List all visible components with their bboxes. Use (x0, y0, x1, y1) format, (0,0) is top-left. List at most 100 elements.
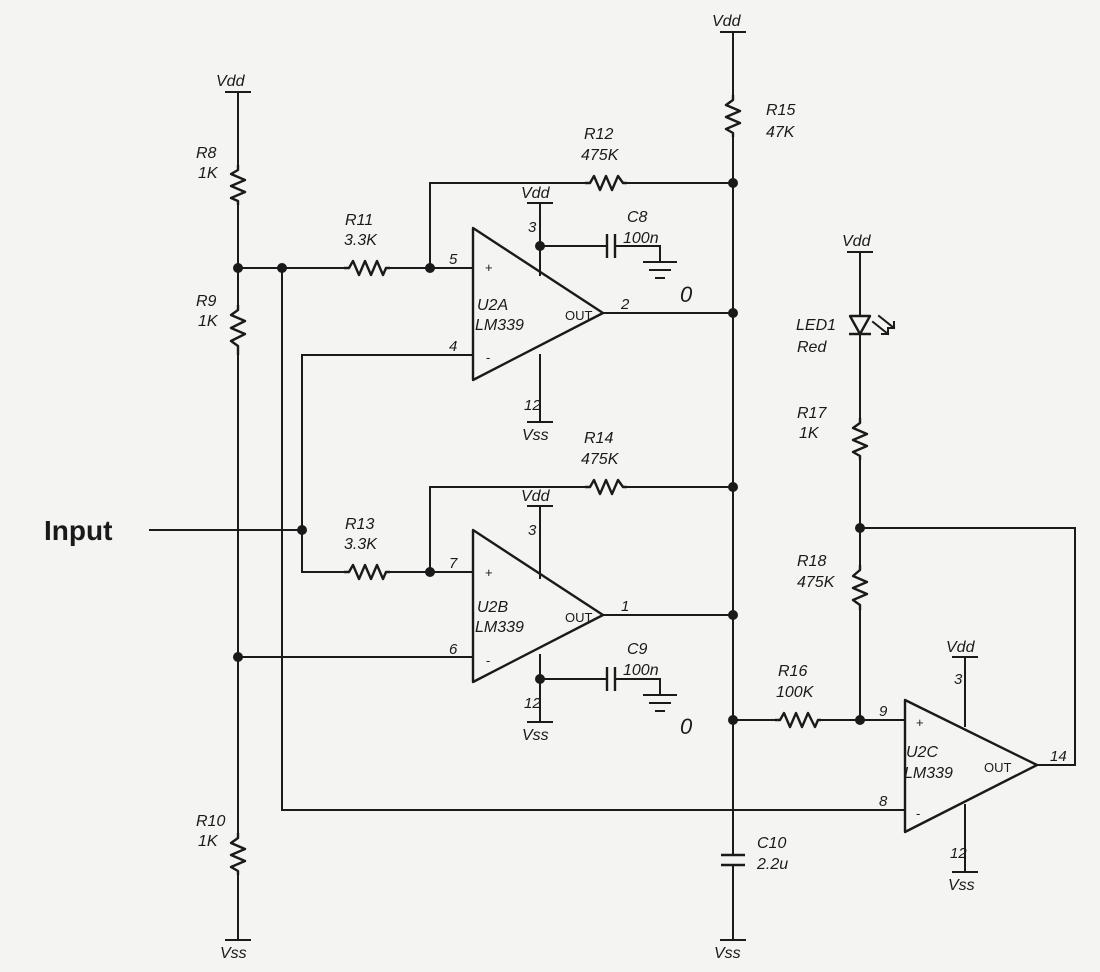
wire-u2c-feedback (859, 527, 1076, 766)
r8-value: 1K (198, 165, 219, 182)
r18-name: R18 (797, 553, 826, 570)
vdd-label: Vdd (521, 488, 551, 505)
wire-r14-loop (429, 486, 586, 573)
u2c-pin-minus: 8 (879, 793, 888, 810)
u2b-pin-plus: 7 (449, 555, 458, 572)
u2a-pin-minus: 4 (449, 338, 457, 355)
vss-label: Vss (220, 945, 247, 962)
u2a-name: U2A (477, 297, 508, 314)
r9-name: R9 (196, 293, 217, 310)
wires (149, 31, 1076, 941)
resistor-r13 (344, 563, 390, 581)
capacitor-c10 (721, 853, 745, 867)
r13-name: R13 (345, 516, 374, 533)
wire-c8-gnd (614, 245, 661, 263)
wire-ref-to-u2c-minus (281, 267, 906, 811)
u2b-pin-minus: 6 (449, 641, 458, 658)
capacitor-c9 (605, 667, 617, 691)
u2c-name: U2C (906, 744, 938, 761)
u2a-out-label: OUT (565, 308, 593, 323)
r15-name: R15 (766, 102, 795, 119)
ground-symbol (643, 694, 677, 712)
opamp-u2c (903, 698, 1039, 834)
u2b-out-label: OUT (565, 610, 593, 625)
vdd-label: Vdd (842, 233, 872, 250)
vss-label: Vss (522, 427, 549, 444)
vdd-label: Vdd (712, 13, 742, 30)
resistor-r15 (724, 95, 742, 137)
junction-dot (728, 178, 738, 188)
resistor-r9 (229, 305, 247, 355)
r16-value: 100K (776, 684, 815, 701)
junction-dot (855, 523, 865, 533)
u2a-plus: + (485, 260, 493, 275)
r11-name: R11 (345, 212, 373, 229)
u2b-plus: + (485, 565, 493, 580)
r9-value: 1K (198, 313, 219, 330)
r13-value: 3.3K (344, 536, 378, 553)
junction-dot (535, 241, 545, 251)
u2b-pin-vminus: 12 (524, 695, 541, 712)
ground-label: 0 (680, 714, 693, 739)
u2a-pin-plus: 5 (449, 251, 458, 268)
resistor-r16 (775, 711, 821, 729)
junction-dot (277, 263, 287, 273)
capacitor-c8 (605, 234, 617, 258)
opamp-u2a (471, 226, 605, 382)
vdd-label: Vdd (216, 73, 246, 90)
led-name: LED1 (796, 317, 836, 334)
ground-label: 0 (680, 282, 693, 307)
input-label: Input (44, 515, 112, 546)
junction-dot (728, 482, 738, 492)
u2b-pin-vplus: 3 (528, 522, 537, 539)
u2c-minus: - (916, 806, 920, 821)
wire-r12-loop (429, 182, 586, 269)
u2a-pin-out: 2 (620, 296, 630, 313)
c9-name: C9 (627, 641, 648, 658)
c10-value: 2.2u (756, 856, 788, 873)
u2c-plus: + (916, 715, 924, 730)
resistor-r8 (229, 165, 247, 205)
resistor-r11 (344, 259, 390, 277)
junction-dot (855, 715, 865, 725)
c8-name: C8 (627, 209, 648, 226)
led-symbol (848, 314, 896, 336)
resistor-r12 (585, 174, 627, 192)
rail-bars (225, 31, 978, 941)
u2b-part: LM339 (475, 619, 524, 636)
junction-dot (233, 652, 243, 662)
resistor-r14 (585, 478, 627, 496)
u2b-pin-out: 1 (621, 598, 629, 615)
opamp-u2b (471, 528, 605, 684)
c8-value: 100n (623, 230, 659, 247)
junction-dot (728, 308, 738, 318)
vss-label: Vss (522, 727, 549, 744)
u2a-part: LM339 (475, 317, 524, 334)
junction-dot (728, 715, 738, 725)
junction-dots (233, 178, 865, 725)
labels: Input Vdd Vss Vdd Vss Vdd Vdd Vss Vdd Vs… (44, 13, 1067, 962)
wire-input-vertical (301, 354, 345, 573)
u2a-pin-vminus: 12 (524, 397, 541, 414)
resistor-r10 (229, 833, 247, 875)
r17-name: R17 (797, 405, 827, 422)
c10-name: C10 (757, 835, 786, 852)
junction-dot (425, 263, 435, 273)
wire-c9-gnd (614, 678, 661, 696)
junction-dot (728, 610, 738, 620)
junction-dot (425, 567, 435, 577)
junction-dot (233, 263, 243, 273)
resistor-r17 (851, 418, 869, 460)
r8-name: R8 (196, 145, 217, 162)
vss-label: Vss (714, 945, 741, 962)
resistor-r18 (851, 565, 869, 610)
r15-value: 47K (766, 124, 796, 141)
u2c-pin-plus: 9 (879, 703, 888, 720)
vss-label: Vss (948, 877, 975, 894)
r12-value: 475K (581, 147, 620, 164)
resistor-symbols (229, 95, 869, 875)
u2c-part: LM339 (904, 765, 953, 782)
r17-value: 1K (799, 425, 820, 442)
ground-symbol (643, 261, 677, 279)
c9-value: 100n (623, 662, 659, 679)
